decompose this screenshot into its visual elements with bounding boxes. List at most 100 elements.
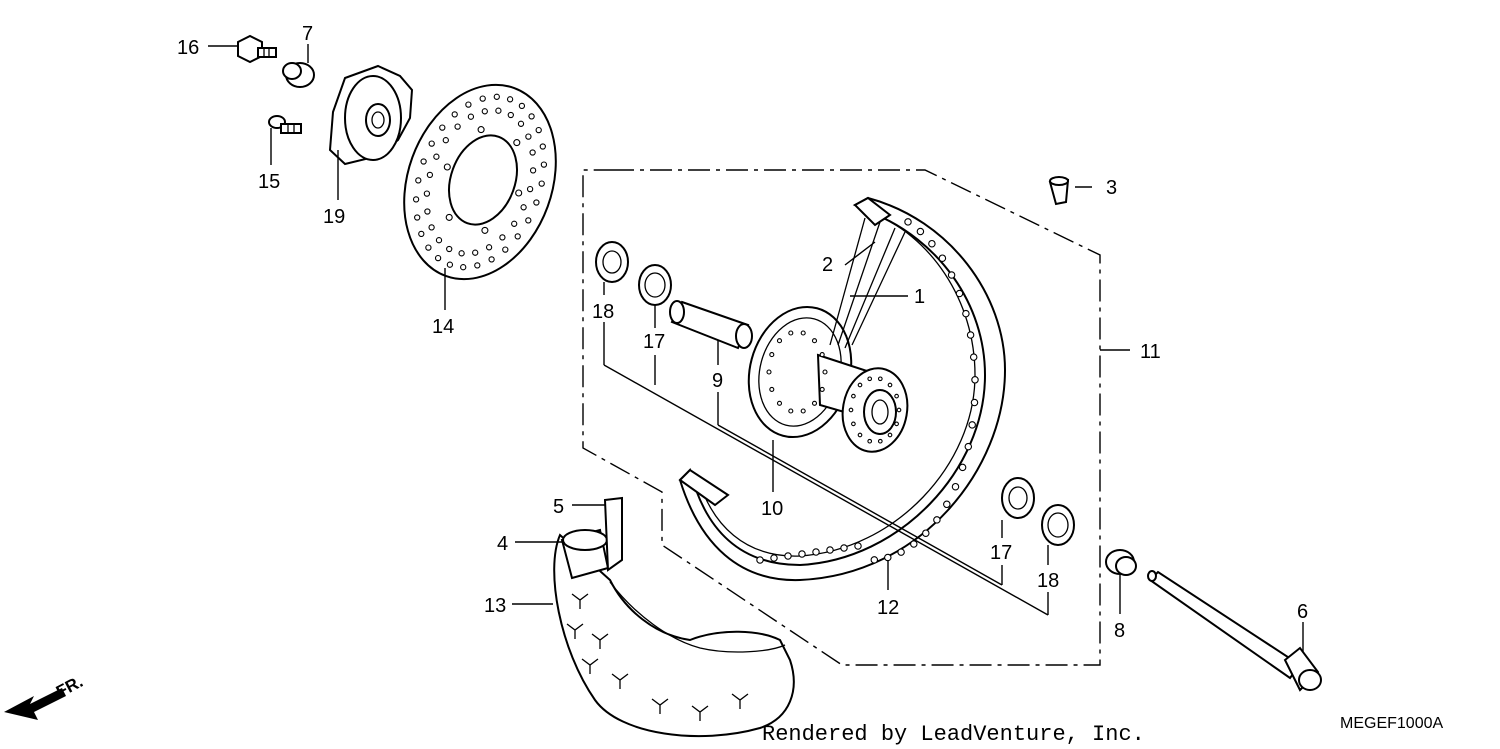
hole-mark	[506, 96, 514, 103]
label-part-1: 1	[914, 286, 925, 308]
label-part-17-left: 17	[643, 331, 665, 353]
label-part-18-left: 18	[592, 301, 614, 323]
hole-mark	[826, 546, 834, 554]
hole-mark	[526, 185, 534, 193]
hole-mark	[528, 113, 535, 120]
hole-mark	[947, 271, 956, 279]
hole-mark	[495, 107, 502, 114]
hole-mark	[520, 204, 527, 211]
hole-mark	[969, 353, 978, 361]
tread-mark	[691, 705, 709, 721]
hole-mark	[951, 482, 960, 491]
part-18-bearing-right[interactable]	[1041, 504, 1075, 546]
hole-mark	[958, 463, 967, 472]
hole-mark	[887, 382, 893, 388]
part-16-flange-bolt[interactable]	[237, 34, 277, 64]
label-part-11: 11	[1140, 341, 1161, 363]
hole-mark	[443, 163, 451, 171]
hole-mark	[426, 171, 434, 179]
hole-mark	[766, 369, 772, 375]
hole-mark	[529, 167, 537, 174]
hole-mark	[857, 432, 863, 438]
hole-mark	[488, 256, 495, 263]
hole-mark	[867, 376, 873, 382]
hole-mark	[819, 386, 825, 392]
hole-mark	[493, 93, 500, 100]
hole-mark	[896, 407, 902, 413]
label-part-3: 3	[1106, 177, 1117, 199]
hole-mark	[798, 550, 806, 558]
hole-mark	[446, 261, 454, 268]
hole-mark	[922, 529, 930, 537]
hole-mark	[916, 227, 925, 236]
leader-lines	[208, 44, 1304, 652]
part-10-wheel-hub[interactable]	[735, 295, 914, 457]
hole-mark	[442, 137, 449, 144]
hole-mark	[515, 189, 523, 197]
hole-mark	[894, 393, 899, 399]
hole-mark	[412, 196, 420, 203]
part-17-dust-seal-right[interactable]	[1001, 477, 1035, 519]
hole-mark	[414, 214, 421, 221]
part-12-rim[interactable]	[678, 196, 1007, 582]
part-15-bolt[interactable]	[268, 115, 302, 134]
hole-mark	[472, 249, 479, 256]
part-6-front-axle[interactable]	[1147, 570, 1322, 692]
hole-mark	[428, 224, 435, 231]
hole-mark	[514, 233, 521, 240]
part-17-dust-seal-left[interactable]	[638, 264, 672, 306]
hole-mark	[822, 369, 828, 375]
hole-mark	[474, 262, 481, 269]
hole-mark	[848, 407, 854, 413]
hole-mark	[968, 421, 976, 429]
tread-mark	[591, 633, 609, 649]
hole-mark	[535, 126, 542, 134]
hole-mark	[788, 330, 794, 336]
hole-mark	[769, 352, 775, 358]
label-part-8: 8	[1114, 620, 1125, 642]
hole-mark	[439, 124, 446, 131]
hole-mark	[458, 250, 465, 257]
label-part-14: 14	[432, 316, 454, 338]
part-1-2-spokes[interactable]	[829, 217, 906, 349]
part-18-bearing-left[interactable]	[595, 241, 629, 283]
label-part-4: 4	[497, 533, 508, 555]
hole-mark	[877, 438, 883, 444]
hole-mark	[460, 264, 467, 271]
hole-mark	[770, 554, 778, 562]
part-5-rim-band[interactable]	[603, 496, 623, 572]
label-part-5: 5	[553, 496, 564, 518]
part-8-side-collar[interactable]	[1105, 549, 1137, 576]
hole-mark	[451, 111, 458, 118]
hole-mark	[887, 432, 893, 438]
hole-mark	[425, 244, 432, 251]
label-part-16: 16	[177, 37, 199, 59]
part-19-pulser-ring[interactable]	[328, 64, 414, 166]
tread-mark	[581, 658, 599, 674]
hole-mark	[418, 230, 425, 238]
hole-mark	[538, 180, 545, 187]
label-part-18-right: 18	[1037, 570, 1059, 592]
tread-mark	[571, 593, 589, 609]
hole-mark	[933, 516, 941, 524]
diagram-code: MEGEF1000A	[1340, 715, 1443, 732]
part-3-valve-cap[interactable]	[1048, 176, 1070, 206]
hole-mark	[870, 556, 879, 564]
hole-mark	[894, 421, 899, 427]
hole-mark	[819, 352, 825, 358]
hole-mark	[812, 548, 820, 556]
hole-mark	[776, 338, 783, 344]
hole-mark	[513, 139, 521, 147]
hole-mark	[867, 438, 873, 444]
hole-mark	[518, 102, 526, 110]
part-7-collar[interactable]	[282, 62, 315, 88]
part-9-distance-collar[interactable]	[669, 300, 753, 350]
hole-mark	[499, 234, 506, 241]
hole-mark	[424, 208, 431, 215]
hole-mark	[943, 500, 951, 509]
part-14-brake-disc[interactable]	[378, 63, 582, 300]
part-13-tire[interactable]	[553, 533, 795, 738]
label-part-12: 12	[877, 597, 899, 619]
hole-mark	[784, 552, 792, 560]
